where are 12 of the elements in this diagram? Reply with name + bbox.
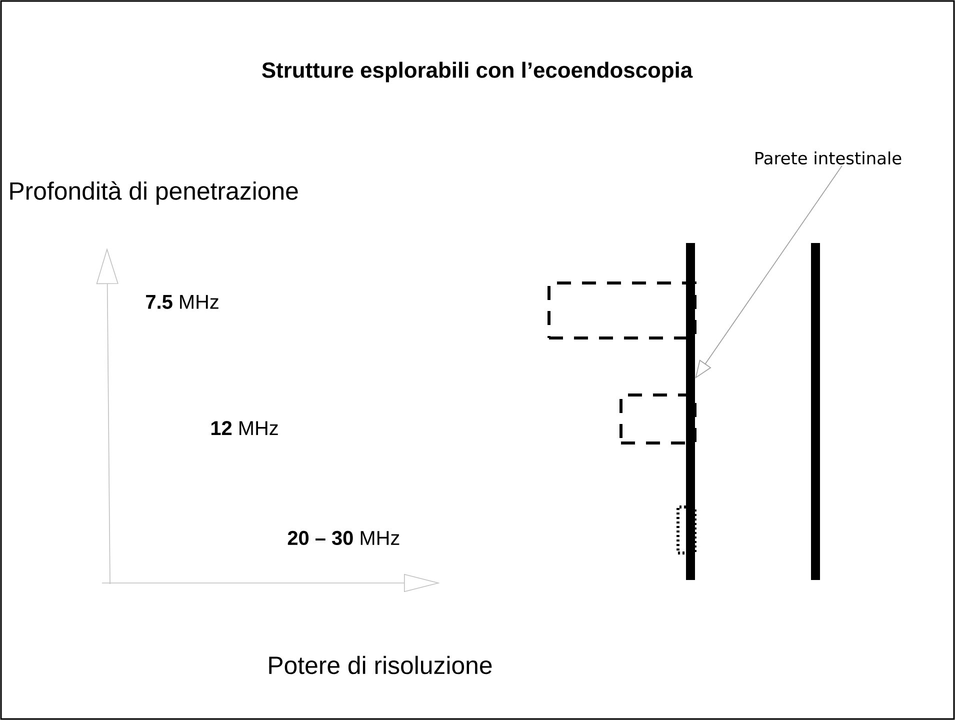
axis-label: Profondità di penetrazione: [10, 181, 298, 205]
frequency-label: 7.5 MHz: [146, 295, 218, 309]
intestinal-wall: [686, 243, 695, 580]
dotted-box: [676, 506, 696, 554]
title: Strutture esplorabili con l’ecoendoscopia: [262, 62, 693, 82]
axis-label: Potere di risoluzione: [269, 656, 492, 674]
frequency-label: 20 – 30 MHz: [288, 530, 400, 546]
intestinal-wall: [811, 243, 820, 580]
dashed-box: [620, 394, 696, 444]
callout-text: Parete intestinale: [756, 151, 902, 165]
dashed-box: [548, 282, 696, 340]
frequency-label: 12 MHz: [211, 421, 278, 435]
